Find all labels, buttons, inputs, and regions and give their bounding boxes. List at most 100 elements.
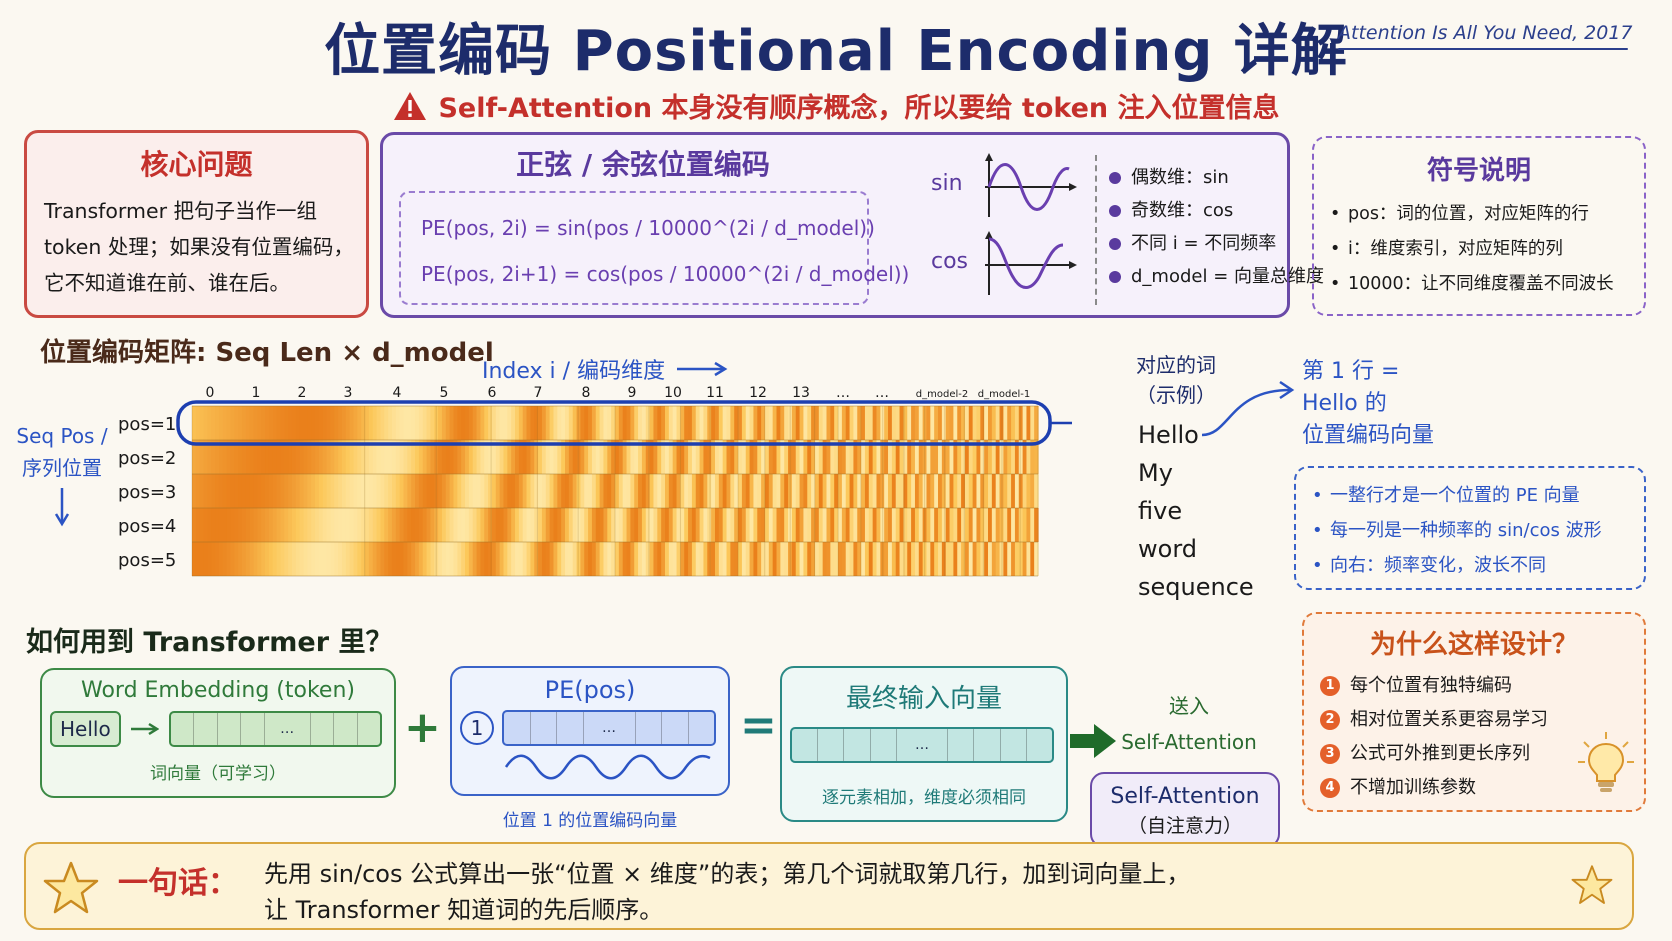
matrix-cell [218,542,224,576]
matrix-cell [565,440,570,474]
matrix-cell [807,406,812,440]
matrix-cell [722,542,728,576]
matrix-cell [726,440,731,474]
matrix-cell [980,406,985,440]
matrix-cell [776,542,781,576]
matrix-cell [526,474,531,508]
matrix-cell [861,440,866,474]
matrix-cell [872,474,878,508]
matrix-cell [503,542,508,576]
vector-cell [1027,729,1052,761]
matrix-cell [826,508,831,542]
matrix-cell [299,474,305,508]
matrix-cell [380,542,385,576]
matrix-cell [426,474,432,508]
star-icon [43,861,99,914]
matrix-cell [918,474,924,508]
matrix-cell [945,406,951,440]
matrix-cell [265,542,270,576]
matrix-cell [453,474,458,508]
matrix-cell [734,542,739,576]
send-arrow-icon [1070,724,1116,758]
matrix-cell [215,406,220,440]
matrix-cell [257,508,262,542]
cos-wave-graph [985,231,1077,295]
matrix-cell [499,474,505,508]
matrix-cell [911,440,916,474]
matrix-cell [995,508,1001,542]
matrix-cell [634,474,639,508]
matrix-cell [380,440,385,474]
matrix-cell [634,542,639,576]
matrix-cell [976,508,981,542]
cos-label: cos [931,249,969,274]
matrix-cell [899,474,905,508]
matrix-cell [203,542,208,576]
matrix-cell [457,542,462,576]
matrix-cell [268,474,274,508]
matrix-title: 位置编码矩阵: Seq Len × d_model [40,338,494,368]
matrix-cell [680,406,685,440]
matrix-cell [222,440,228,474]
matrix-cell [718,406,724,440]
matrix-cell [553,508,558,542]
matrix-cell [265,508,270,542]
matrix-cell [315,542,320,576]
matrix-cell [518,542,524,576]
matrix-cell [788,508,793,542]
matrix-cell [822,474,828,508]
matrix-cell [484,474,489,508]
matrix-cell [941,508,947,542]
matrix-cell [472,542,478,576]
matrix-cell [284,406,289,440]
matrix-cell [872,508,878,542]
matrix-cell [499,508,505,542]
why-text: 相对位置关系更容易学习 [1350,709,1548,730]
matrix-cell [303,474,308,508]
matrix-cell [395,508,401,542]
word-hello: Hello [1138,421,1199,449]
matrix-cell [565,542,570,576]
matrix-cell [526,440,531,474]
matrix-cell [784,406,789,440]
matrix-cell [518,440,524,474]
matrix-cell [430,440,435,474]
matrix-cell [584,474,589,508]
formula-box: PE(pos, 2i) = sin(pos / 10000^(2i / d_mo… [399,191,909,305]
matrix-cell [238,406,243,440]
matrix-cell [368,508,374,542]
matrix-cell [995,406,1001,440]
matrix-cell [534,406,539,440]
matrix-cell [922,406,928,440]
matrix-cell [695,508,701,542]
matrix-cell [395,474,401,508]
matrix-cell [422,440,428,474]
matrix-cell [826,474,831,508]
matrix-cell [1007,474,1012,508]
matrix-cell [953,542,958,576]
matrix-cell [480,440,485,474]
matrix-cell [330,474,335,508]
matrix-cell [899,542,905,576]
matrix-cell [630,440,635,474]
core-problem-text: Transformer 把句子当作一组 token 处理；如果没有位置编码， 它… [27,183,366,301]
matrix-cell [926,406,931,440]
matrix-cell [538,508,543,542]
matrix-cell [599,474,605,508]
matrix-cell [441,474,447,508]
matrix-cell [745,508,751,542]
column-label: 4 [393,385,402,401]
matrix-cell [418,406,424,440]
matrix-cell [838,406,843,440]
matrix-cell [807,508,812,542]
matrix-cell [576,508,581,542]
matrix-cell [853,474,858,508]
matrix-cell [534,542,539,576]
matrix-cell [445,474,451,508]
matrix-cell [622,542,628,576]
matrix-cell [980,474,985,508]
matrix-cell [649,440,655,474]
matrix-cell [591,508,597,542]
matrix-cell [745,474,751,508]
